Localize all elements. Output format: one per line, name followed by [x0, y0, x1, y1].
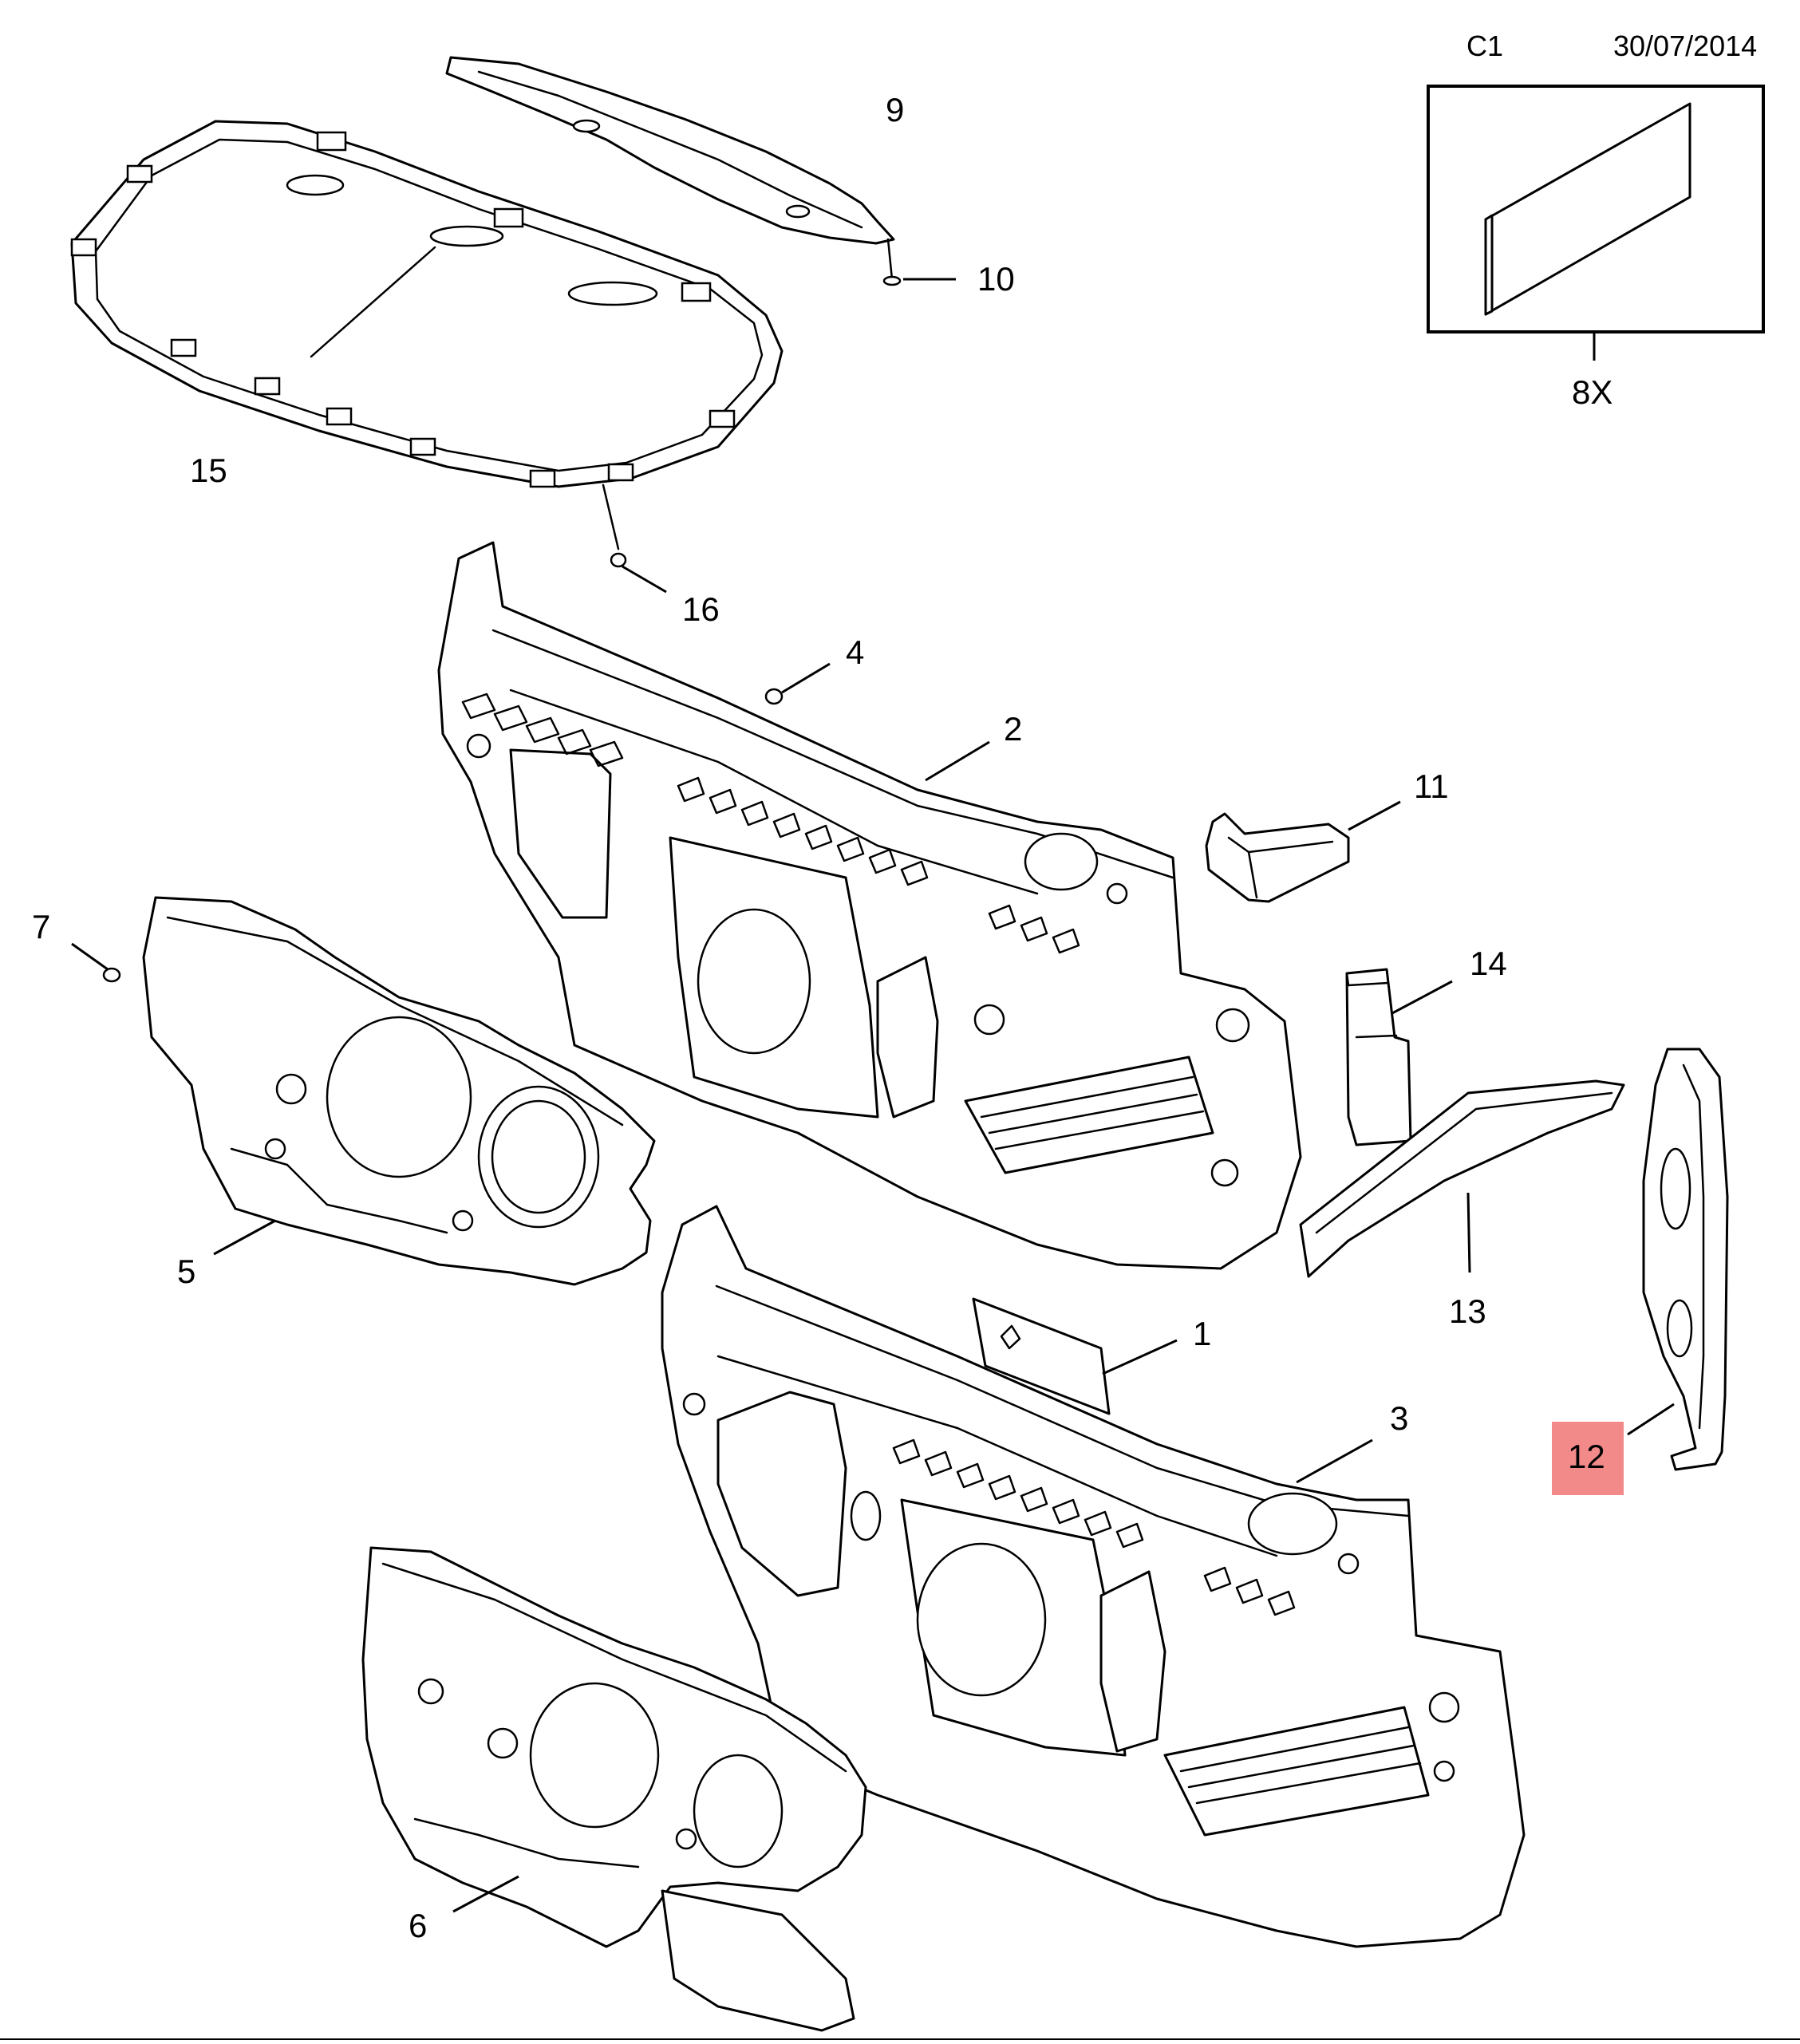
page-date: 30/07/2014 [1613, 30, 1757, 62]
callout-2: 2 [1004, 710, 1022, 748]
part-10-clip [882, 275, 956, 286]
part-9-strip [445, 56, 895, 281]
part-1-label-pad [972, 1297, 1178, 1415]
callout-12: 12 [1568, 1438, 1605, 1475]
leader-2 [925, 740, 990, 782]
part-13-rail [1299, 1079, 1625, 1278]
highlight-box [1552, 1422, 1624, 1495]
callout-5: 5 [177, 1253, 195, 1290]
part-4-clip [764, 662, 831, 705]
part-2-dash-panel [437, 541, 1302, 1270]
part-6-insulator [361, 1546, 867, 2032]
callout-9: 9 [886, 91, 904, 128]
callout-10: 10 [977, 260, 1015, 298]
callout-6: 6 [409, 1907, 427, 1944]
callout-1: 1 [1193, 1315, 1211, 1352]
inset-box: 8X [1427, 85, 1765, 411]
leader-3 [1296, 1438, 1373, 1484]
callout-11: 11 [1414, 767, 1449, 805]
inset-quantity: 8X [1572, 373, 1612, 411]
callout-16: 16 [682, 590, 720, 628]
part-3-dash-panel [661, 1205, 1526, 1948]
part-15-insulator [70, 120, 784, 550]
callout-7: 7 [32, 908, 50, 945]
callout-15: 15 [190, 452, 227, 489]
callout-3: 3 [1390, 1399, 1408, 1437]
part-5-insulator [142, 896, 656, 1286]
callout-4: 4 [846, 633, 864, 671]
part-12-panel [1552, 1048, 1729, 1495]
page-code: C1 [1466, 30, 1503, 62]
callout-14: 14 [1470, 945, 1507, 982]
part-7-clip [71, 942, 121, 983]
part-11-block [1205, 800, 1401, 903]
part-14-block [1345, 968, 1453, 1146]
callout-13: 13 [1449, 1292, 1486, 1330]
part-16-clip [610, 552, 667, 594]
